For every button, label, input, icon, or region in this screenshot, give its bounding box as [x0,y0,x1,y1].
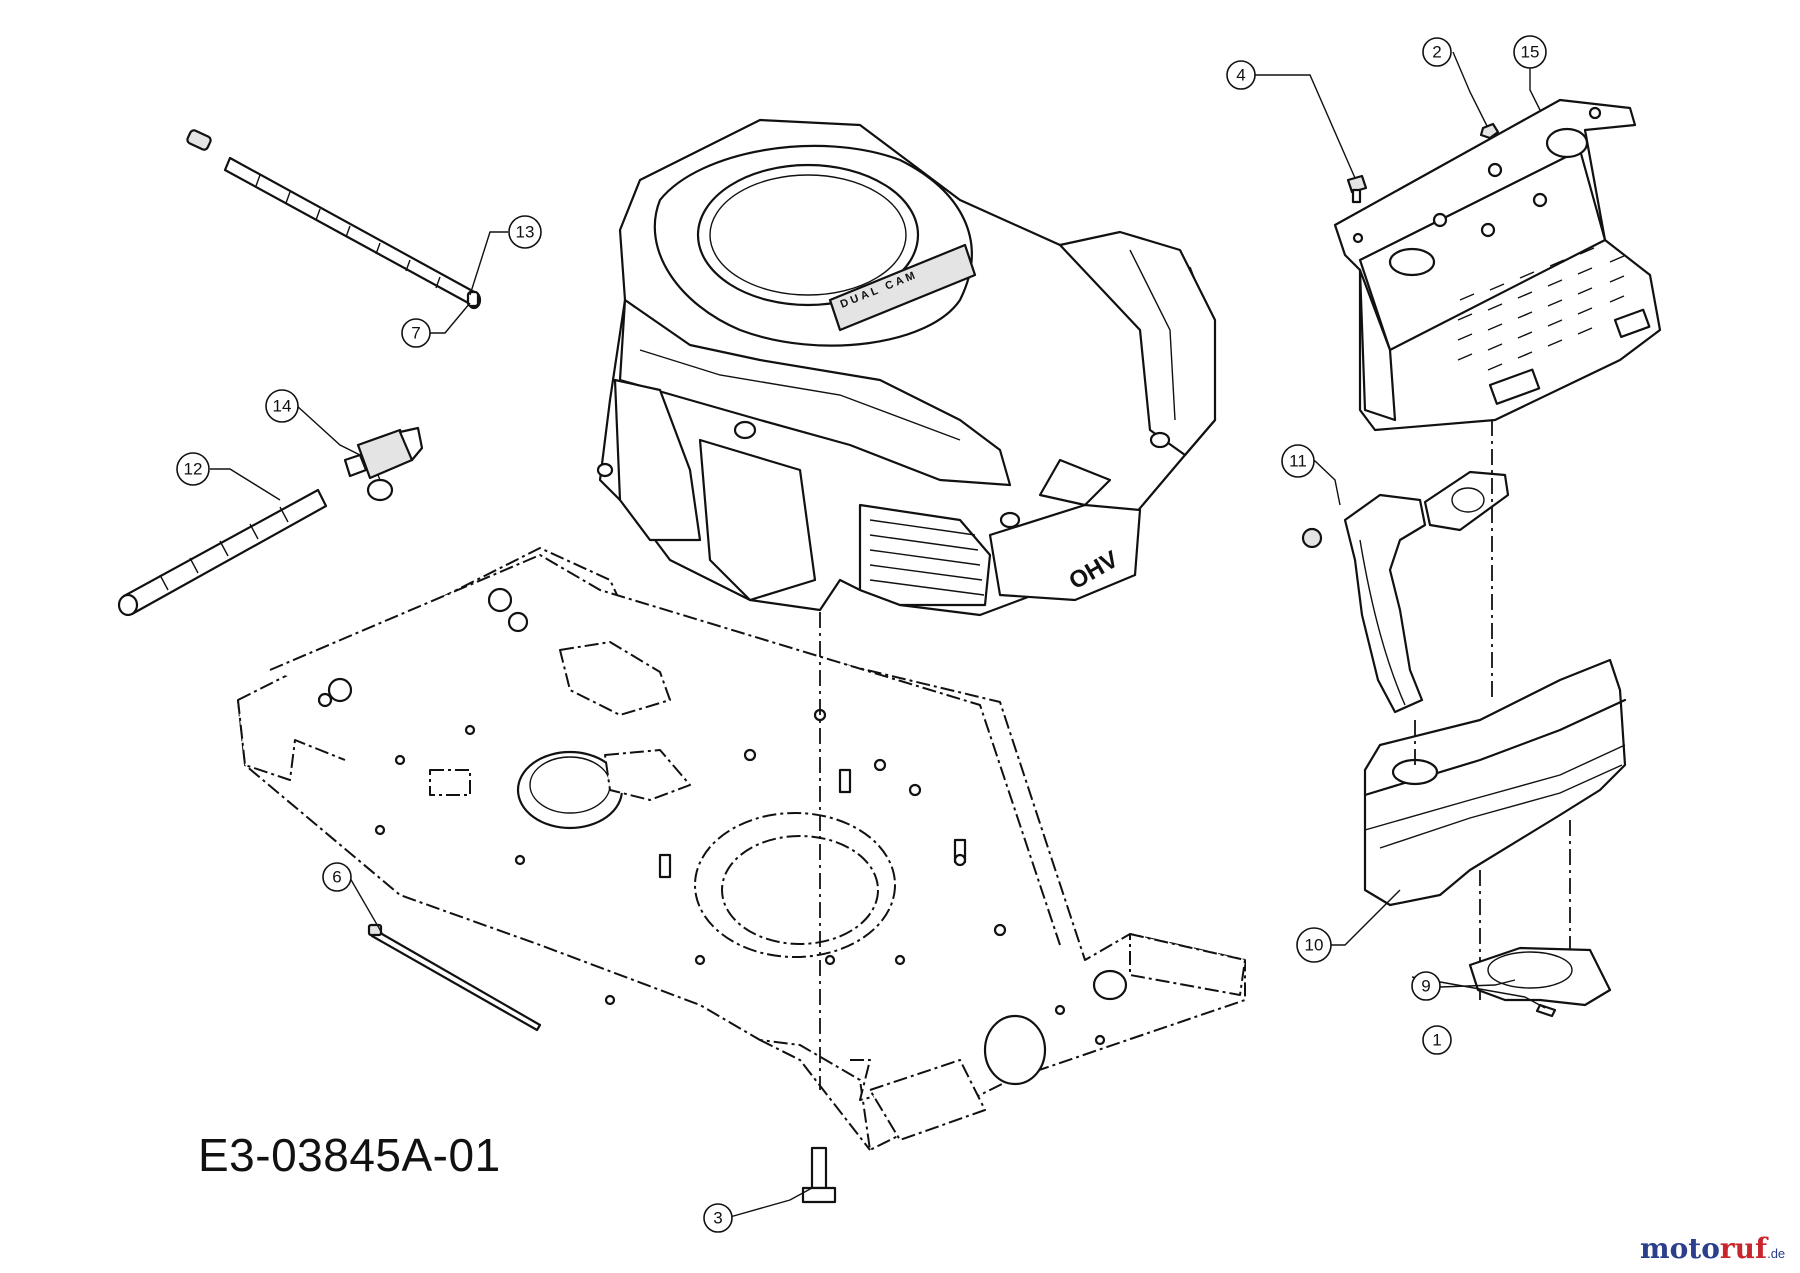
exhaust-gasket [1423,470,1510,532]
fuel-filter-14 [343,426,424,502]
chassis-frame [237,547,1246,1151]
bolt-3 [801,1146,837,1204]
watermark-part-3: .de [1767,1246,1786,1261]
hose-clamp-7 [466,290,480,308]
engine: DUAL CAM OHV [596,118,1217,1090]
callout-2: 2 [1422,37,1452,67]
exhaust-pipe-11 [1301,493,1427,714]
svg-text:9: 9 [1421,977,1430,996]
svg-text:11: 11 [1289,452,1307,471]
bolt-4 [1346,174,1368,204]
muffler-10 [1363,420,1627,1000]
deflector-9 [1468,946,1612,1007]
callout-11: 11 [1281,444,1315,478]
svg-text:15: 15 [1521,43,1540,62]
svg-text:7: 7 [411,324,420,343]
watermark-part-2: ruf [1719,1232,1768,1265]
fuel-line-13 [223,156,482,310]
svg-text:2: 2 [1432,43,1441,62]
callout-12: 12 [176,452,210,486]
svg-text:4: 4 [1236,66,1245,85]
callout-9: 9 [1411,971,1441,1001]
svg-text:14: 14 [273,397,292,416]
callout-10: 10 [1296,927,1332,963]
drawing-number: E3-03845A-01 [198,1129,501,1181]
heat-shield-15 [1333,98,1662,432]
callout-1: 1 [1422,1025,1452,1055]
svg-text:10: 10 [1305,936,1324,955]
callout-7: 7 [401,318,431,348]
callout-14: 14 [265,389,299,423]
brand-watermark: motoruf.de [1640,1232,1785,1265]
callout-15: 15 [1513,35,1547,69]
cable-tie-6 [367,923,542,1032]
svg-text:6: 6 [332,868,341,887]
watermark-part-1: moto [1640,1232,1720,1265]
screw-1 [1535,1003,1557,1018]
svg-text:1: 1 [1432,1031,1441,1050]
callout-4: 4 [1226,60,1256,90]
svg-text:12: 12 [184,460,203,479]
callout-3: 3 [703,1203,733,1233]
nut-2 [1479,122,1500,140]
fuel-line-12 [117,488,328,617]
svg-text:13: 13 [516,223,535,242]
callout-6: 6 [322,862,352,892]
svg-text:3: 3 [713,1209,722,1228]
fitting-top [186,129,212,151]
callout-13: 13 [508,215,542,249]
